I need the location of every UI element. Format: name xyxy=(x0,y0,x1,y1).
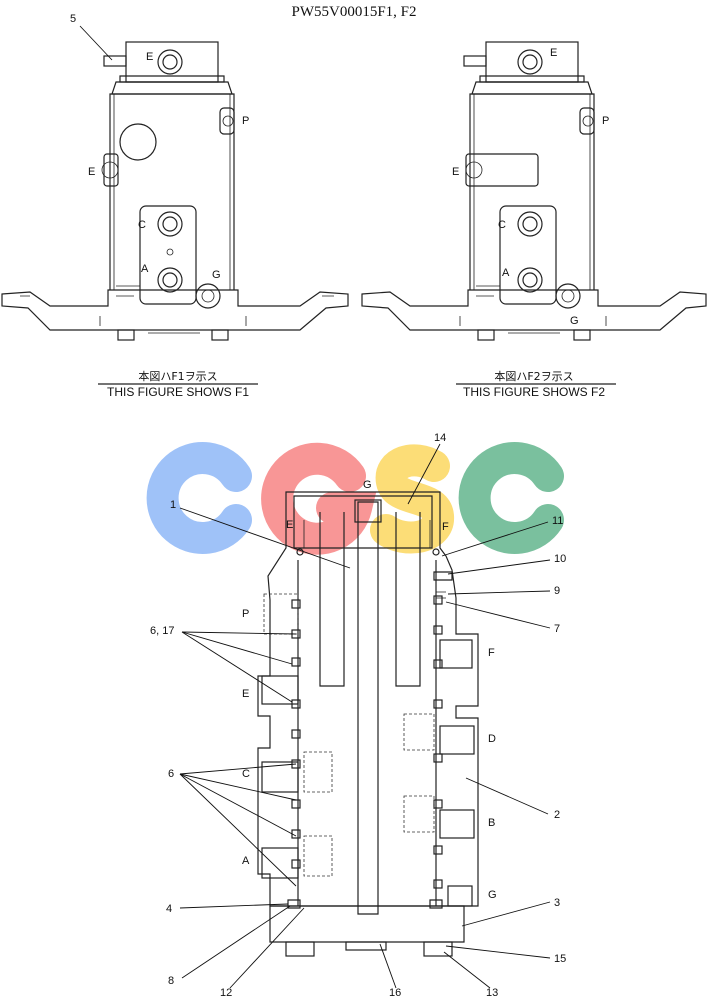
callout-16: 16 xyxy=(389,987,401,999)
watermark-letter-g xyxy=(261,442,377,555)
callout-14: 14 xyxy=(434,432,446,444)
port-a-section xyxy=(261,847,299,879)
watermark-letter-c xyxy=(146,442,252,554)
callout-6-17: 6, 17 xyxy=(150,625,174,637)
figure-f1: E P E C A G 5 本図ハF1ヲ示ス THIS FIGURE SHOWS… xyxy=(1,13,349,399)
seal-grooves-right xyxy=(433,595,443,889)
port-label-g: G xyxy=(212,269,221,281)
port-b-section xyxy=(439,809,475,839)
watermark-letter-s xyxy=(370,444,454,554)
port-label-p-f2: P xyxy=(602,115,609,127)
caption-f1-en: THIS FIGURE SHOWS F1 xyxy=(107,385,249,399)
section-port-g-side: G xyxy=(488,889,497,901)
callout-11: 11 xyxy=(552,515,563,527)
port-label-e-side: E xyxy=(88,166,95,178)
port-f-section xyxy=(439,639,473,669)
port-label-g-f2: G xyxy=(570,315,579,327)
port-label-a-f2: A xyxy=(502,267,510,279)
port-c-section xyxy=(261,761,299,793)
section-port-d: D xyxy=(488,733,496,745)
section-port-e: E xyxy=(242,688,249,700)
callout-3: 3 xyxy=(554,897,560,909)
callout-12: 12 xyxy=(220,987,232,999)
section-port-p: P xyxy=(242,608,249,620)
seal-grooves-left xyxy=(291,599,301,869)
port-label-c: C xyxy=(138,219,146,231)
callout-4: 4 xyxy=(166,903,172,915)
section-port-f-top: F xyxy=(442,521,449,533)
section-port-f: F xyxy=(488,647,495,659)
watermark-letter-c2 xyxy=(458,442,564,554)
section-port-a: A xyxy=(242,855,250,867)
callout-leaders xyxy=(179,443,551,989)
callout-2: 2 xyxy=(554,809,560,821)
callout-1: 1 xyxy=(170,499,176,511)
section-view: G E F P E C A F D B G xyxy=(150,432,566,999)
port-label-a: A xyxy=(141,263,149,275)
callout-8: 8 xyxy=(168,975,174,987)
drawing-title: PW55V00015F1, F2 xyxy=(291,4,416,20)
port-d-section xyxy=(439,725,475,755)
cgsc-watermark-logo xyxy=(146,442,564,555)
section-port-b: B xyxy=(488,817,495,829)
port-label-p: P xyxy=(242,115,249,127)
section-port-g: G xyxy=(363,479,372,491)
port-label-e: E xyxy=(146,51,153,63)
port-label-c-f2: C xyxy=(498,219,506,231)
port-e-section xyxy=(261,675,299,705)
figure-f2: E P E C A G 本図ハF2ヲ示ス THIS FIGURE SHOWS F… xyxy=(361,41,707,399)
callout-5: 5 xyxy=(70,13,76,25)
callout-6: 6 xyxy=(168,768,174,780)
callout-9: 9 xyxy=(554,585,560,597)
callout-7: 7 xyxy=(554,623,560,635)
section-port-e-top: E xyxy=(286,519,293,531)
caption-f2-en: THIS FIGURE SHOWS F2 xyxy=(463,385,605,399)
caption-f2-jp: 本図ハF2ヲ示ス xyxy=(494,369,573,383)
callout-10: 10 xyxy=(554,553,566,565)
port-g-section xyxy=(447,885,473,907)
port-label-e-f2: E xyxy=(550,47,557,59)
callout-15: 15 xyxy=(554,953,566,965)
caption-f1-jp: 本図ハF1ヲ示ス xyxy=(138,369,217,383)
section-port-c: C xyxy=(242,768,250,780)
callout-13: 13 xyxy=(486,987,498,999)
port-label-e-side-f2: E xyxy=(452,166,459,178)
